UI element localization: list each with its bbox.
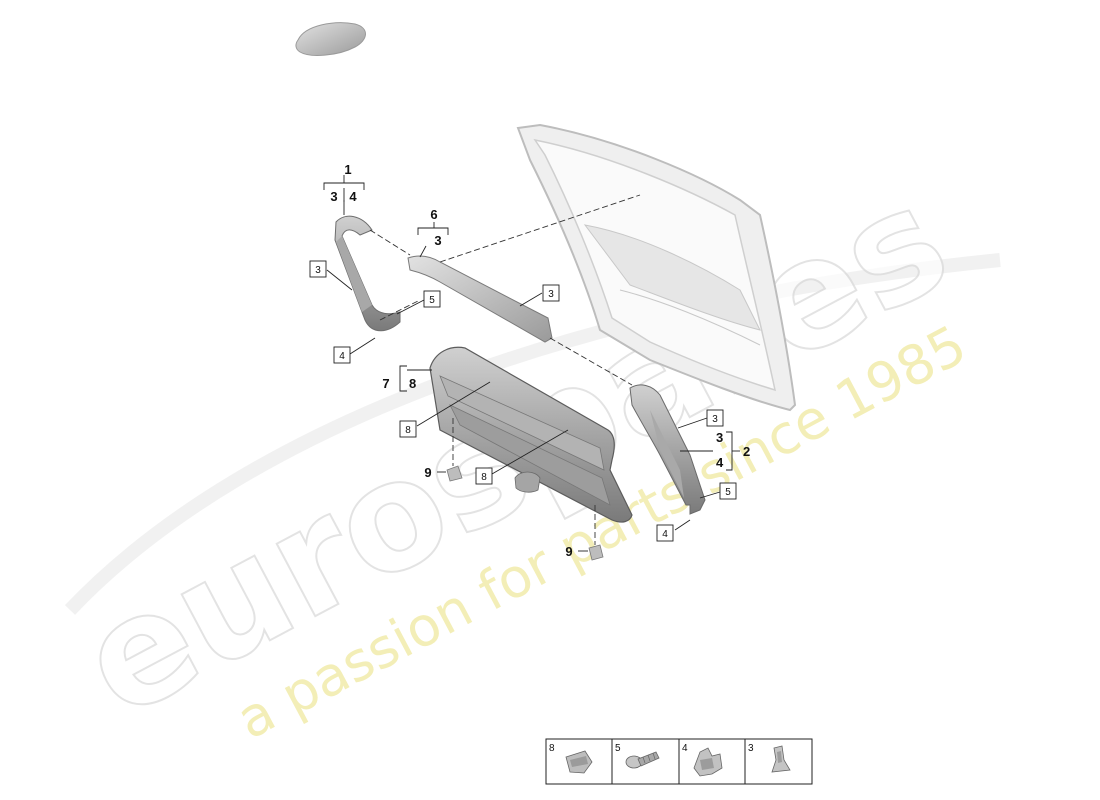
callout-6-sub3: 3: [434, 233, 441, 248]
svg-text:3: 3: [548, 289, 554, 300]
callout-7: 7: [382, 376, 389, 391]
spreader-nut-icon: [771, 745, 791, 773]
ref-box-8-mid: 8: [475, 467, 493, 485]
legend-cell-8: 8: [549, 743, 593, 774]
callouts: 1 3 4 6 3 7 8 3 4 2 9 9: [330, 162, 750, 559]
svg-text:3: 3: [315, 265, 321, 276]
ref-box-3-mid: 3: [542, 284, 560, 302]
callout-6: 6: [430, 207, 437, 222]
clip-icon: [565, 750, 593, 774]
callout-1-sub4: 4: [349, 189, 357, 204]
reference-boxes: 3 5 4 3 8 8 3 5: [309, 260, 737, 542]
legend-cell-4: 4: [682, 743, 723, 777]
callout-9-right: 9: [565, 544, 572, 559]
ref-box-8-left: 8: [399, 420, 417, 438]
svg-text:8: 8: [405, 425, 411, 436]
svg-text:4: 4: [682, 743, 688, 754]
ref-box-5-left: 5: [423, 290, 441, 308]
callout-1: 1: [344, 162, 351, 177]
left-pillar-trim: [334, 215, 401, 332]
callout-2-sub4: 4: [716, 455, 724, 470]
bracket-clip-icon: [693, 747, 723, 777]
ref-box-4-left: 4: [333, 346, 351, 364]
svg-text:3: 3: [748, 743, 754, 754]
callout-1-sub3: 3: [330, 189, 337, 204]
tailgate-frame: [516, 123, 797, 412]
callout-7-sub8: 8: [409, 376, 416, 391]
ref-box-3-left: 3: [309, 260, 327, 278]
svg-text:8: 8: [549, 743, 555, 754]
callout-2-sub3: 3: [716, 430, 723, 445]
roof-strip-trim: [407, 255, 553, 343]
legend-cell-5: 5: [615, 743, 660, 769]
center-trim-panel: [429, 346, 633, 523]
ref-box-5-right: 5: [719, 482, 737, 500]
svg-text:5: 5: [615, 743, 621, 754]
svg-text:5: 5: [725, 487, 731, 498]
fastener-legend: 8 5 4 3: [545, 738, 813, 785]
svg-text:5: 5: [429, 295, 435, 306]
cap-right: [588, 544, 604, 561]
leader-lines: [323, 175, 740, 552]
screw-icon: [625, 751, 660, 769]
ref-box-3-right: 3: [706, 409, 724, 427]
svg-text:8: 8: [481, 472, 487, 483]
ref-box-4-right: 4: [656, 524, 674, 542]
right-pillar-trim: [629, 384, 706, 515]
svg-text:4: 4: [662, 529, 668, 540]
callout-2: 2: [743, 444, 750, 459]
svg-text:4: 4: [339, 351, 345, 362]
callout-9-left: 9: [424, 465, 431, 480]
cap-left: [446, 465, 463, 482]
svg-text:3: 3: [712, 414, 718, 425]
assembly-dashes: [369, 194, 641, 545]
legend-cell-3: 3: [748, 743, 791, 773]
car-thumbnail-icon: [295, 22, 366, 56]
